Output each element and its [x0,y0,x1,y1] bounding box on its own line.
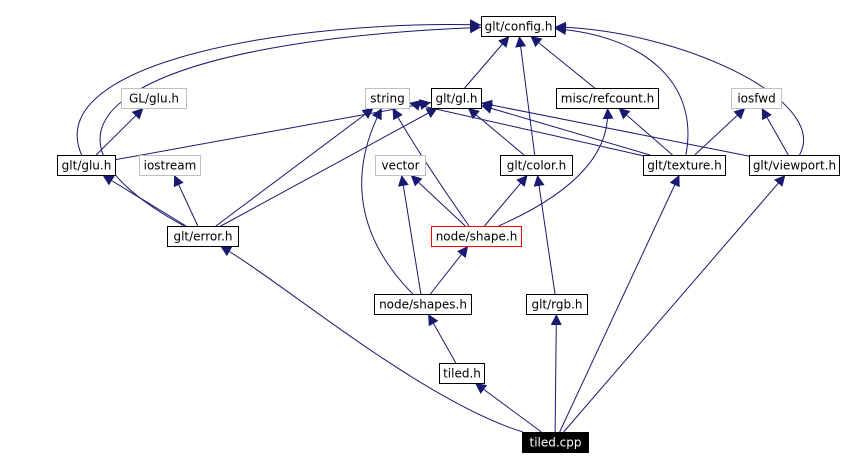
edge-shapes-to-vector [397,174,422,295]
node-box [139,155,201,176]
node-box [522,432,589,453]
edge-viewport-to-gl [480,99,750,157]
node-box [556,88,659,109]
node-texture[interactable]: glt/texture.h [643,155,726,176]
node-box [643,155,726,176]
edge-shape-to-string [392,107,470,227]
node-box [365,88,410,109]
node-shape[interactable]: node/shape.h [431,226,522,247]
node-box [749,155,840,176]
node-box [431,226,522,247]
edge-shapes-to-string [361,107,414,295]
node-viewport[interactable]: glt/viewport.h [749,155,840,176]
edge-shape-to-color [484,174,528,227]
node-label: glt/viewport.h [753,159,836,173]
node-label: glt/glu.h [62,159,112,173]
node-label: glt/texture.h [647,159,721,173]
edge-texture-to-string [408,100,644,157]
node-box [439,363,485,384]
edge-error-to-iostream [173,174,199,227]
node-label: glt/error.h [173,230,232,244]
node-label: glt/gl.h [435,92,477,106]
edge-tiled-to-tiled_h [474,382,542,433]
node-iosfwd[interactable]: iosfwd [731,88,782,109]
edge-error-to-config [99,22,482,227]
edge-color-to-gl [467,107,525,156]
node-label: node/shapes.h [379,298,467,312]
edge-shapes-to-shape [429,245,469,295]
node-label: glt/color.h [507,159,567,173]
node-glu_sys[interactable]: GL/glu.h [121,88,187,109]
edge-glu-to-gl [114,99,432,161]
node-label: iostream [144,159,197,173]
node-label: iosfwd [737,92,775,106]
node-box [167,226,239,247]
node-label: misc/refcount.h [561,92,654,106]
node-label: node/shape.h [436,230,518,244]
node-gl[interactable]: glt/gl.h [431,88,482,109]
edge-tiled-to-viewport [563,174,786,433]
node-label: GL/glu.h [129,92,179,106]
node-box [526,294,588,315]
edge-viewport-to-iosfwd [761,107,789,156]
edge-tiled-to-error [219,245,524,433]
edge-color-to-config [515,35,536,156]
node-vector[interactable]: vector [375,155,426,176]
node-tiled[interactable]: tiled.cpp [522,432,589,453]
node-error[interactable]: glt/error.h [167,226,239,247]
nodes-layer: glt/config.hGL/glu.h string glt/gl.h misc/r… [57,16,840,453]
node-box [500,155,573,176]
node-box [121,88,187,109]
edge-tiled_h-to-shapes [427,313,457,364]
edge-tiled-to-texture [559,174,680,433]
edge-shape-to-refcount [498,107,614,227]
node-label: tiled.h [443,367,481,381]
edge-glu-to-config [76,19,482,156]
edge-texture-to-config [554,24,689,156]
edge-error-to-gl [220,107,438,227]
node-box [374,294,472,315]
node-box [481,16,556,37]
edges-layer [76,19,804,433]
edge-texture-to-refcount [618,107,673,156]
edge-error-to-string [215,107,374,227]
node-string[interactable]: string [365,88,410,109]
edge-shape-to-vector [410,174,466,227]
node-color[interactable]: glt/color.h [500,155,573,176]
node-label: glt/config.h [485,20,553,34]
node-label: glt/rgb.h [531,298,582,312]
node-label: vector [381,159,419,173]
node-shapes[interactable]: node/shapes.h [374,294,472,315]
node-iostream[interactable]: iostream [139,155,201,176]
node-box [57,155,116,176]
edge-refcount-to-config [530,35,595,89]
node-box [431,88,482,109]
node-box [731,88,782,109]
node-glu[interactable]: glt/glu.h [57,155,116,176]
edge-rgb-to-color [533,174,556,295]
node-label: tiled.cpp [529,436,581,450]
edge-texture-to-gl [480,103,651,156]
node-refcount[interactable]: misc/refcount.h [556,88,659,109]
edge-texture-to-iosfwd [694,107,746,156]
node-config[interactable]: glt/config.h [481,16,556,37]
edge-viewport-to-config [554,21,804,156]
node-label: string [370,92,404,106]
node-rgb[interactable]: glt/rgb.h [526,294,588,315]
node-tiled_h[interactable]: tiled.h [439,363,485,384]
node-box [375,155,426,176]
edge-glu-to-glu_sys [95,107,144,156]
edge-gl-to-config [464,35,510,89]
edge-tiled-to-rgb [550,313,562,433]
